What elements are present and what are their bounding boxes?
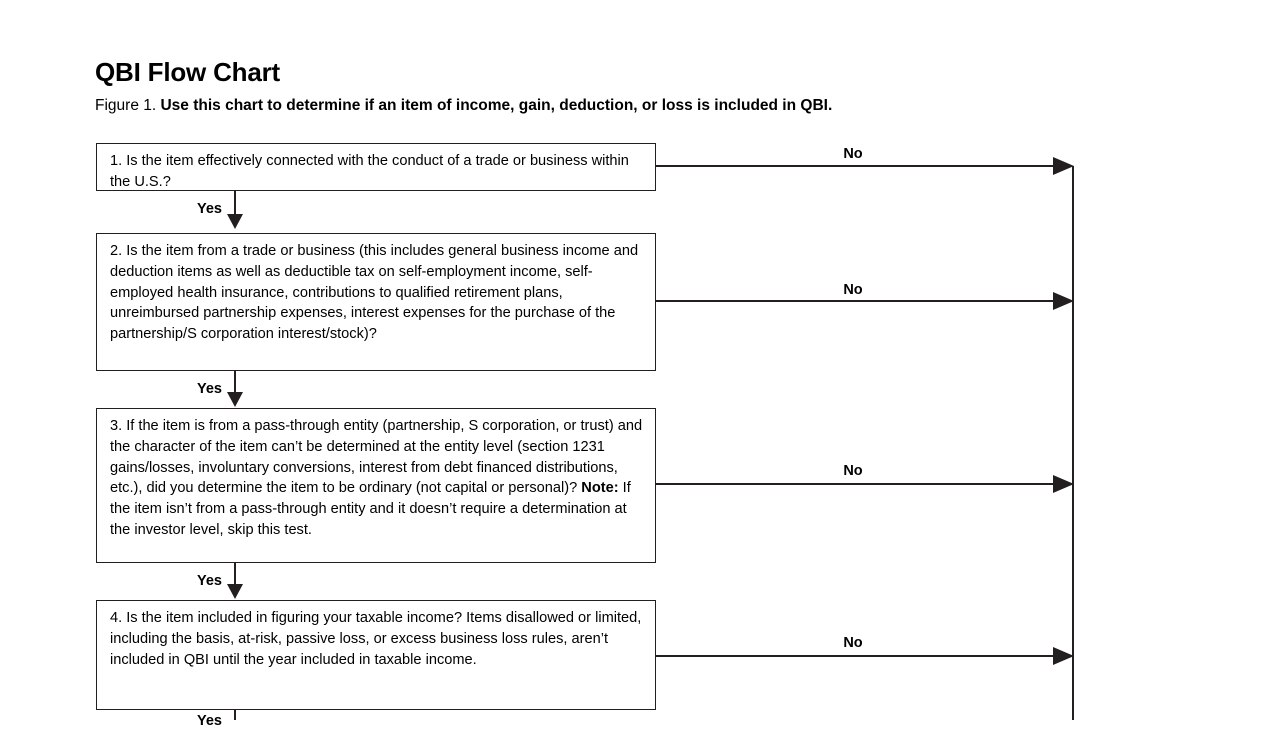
no-exit-rail	[1072, 166, 1074, 720]
flowchart-node-step-3[interactable]: 3. If the item is from a pass-through en…	[96, 408, 656, 563]
page-title: QBI Flow Chart	[95, 57, 280, 87]
edge-label-no-3: No	[843, 463, 863, 479]
flowchart-node-step-3-note-label: Note:	[581, 480, 619, 497]
yes-connector-3-line	[234, 563, 236, 588]
flowchart-node-step-3-text: 3. If the item is from a pass-through en…	[97, 409, 655, 549]
edge-label-yes-1: Yes	[197, 201, 222, 217]
yes-connector-2-line	[234, 371, 236, 395]
yes-connector-1-arrow-icon	[227, 214, 243, 229]
no-connector-1-arrow-icon	[1053, 157, 1074, 175]
edge-label-yes-2: Yes	[197, 381, 222, 397]
no-connector-4-line	[656, 655, 1060, 657]
edge-label-yes-3: Yes	[197, 573, 222, 589]
yes-connector-2-arrow-icon	[227, 392, 243, 407]
flowchart-node-step-4-text: 4. Is the item included in figuring your…	[110, 610, 642, 668]
flowchart-node-step-2-text: 2. Is the item from a trade or business …	[110, 243, 639, 343]
no-connector-4-arrow-icon	[1053, 647, 1074, 665]
edge-label-yes-4: Yes	[197, 713, 222, 729]
edge-label-no-2: No	[843, 282, 863, 298]
no-connector-3-line	[656, 483, 1060, 485]
flowchart-node-step-3-text-part-2: If the item isn’t from a pass-through en…	[110, 480, 631, 538]
flowchart-node-step-4[interactable]: 4. Is the item included in figuring your…	[96, 600, 656, 710]
yes-connector-4-line	[234, 710, 236, 720]
yes-connector-3-arrow-icon	[227, 584, 243, 599]
no-connector-1-line	[656, 165, 1060, 167]
yes-connector-1-line	[234, 191, 236, 218]
no-connector-2-arrow-icon	[1053, 292, 1074, 310]
no-connector-2-line	[656, 300, 1060, 302]
no-connector-3-arrow-icon	[1053, 475, 1074, 493]
figure-caption: Figure 1. Use this chart to determine if…	[95, 96, 832, 116]
flowchart-node-step-2[interactable]: 2. Is the item from a trade or business …	[96, 233, 656, 371]
figure-caption-lead: Figure 1.	[95, 97, 161, 114]
edge-label-no-1: No	[843, 146, 863, 162]
edge-label-no-4: No	[843, 635, 863, 651]
flowchart-node-step-1[interactable]: 1. Is the item effectively connected wit…	[96, 143, 656, 191]
figure-caption-strong: Use this chart to determine if an item o…	[160, 97, 833, 114]
flowchart-node-step-3-text-part-1: 3. If the item is from a pass-through en…	[110, 418, 643, 497]
flowchart-node-step-1-text: 1. Is the item effectively connected wit…	[110, 153, 629, 190]
